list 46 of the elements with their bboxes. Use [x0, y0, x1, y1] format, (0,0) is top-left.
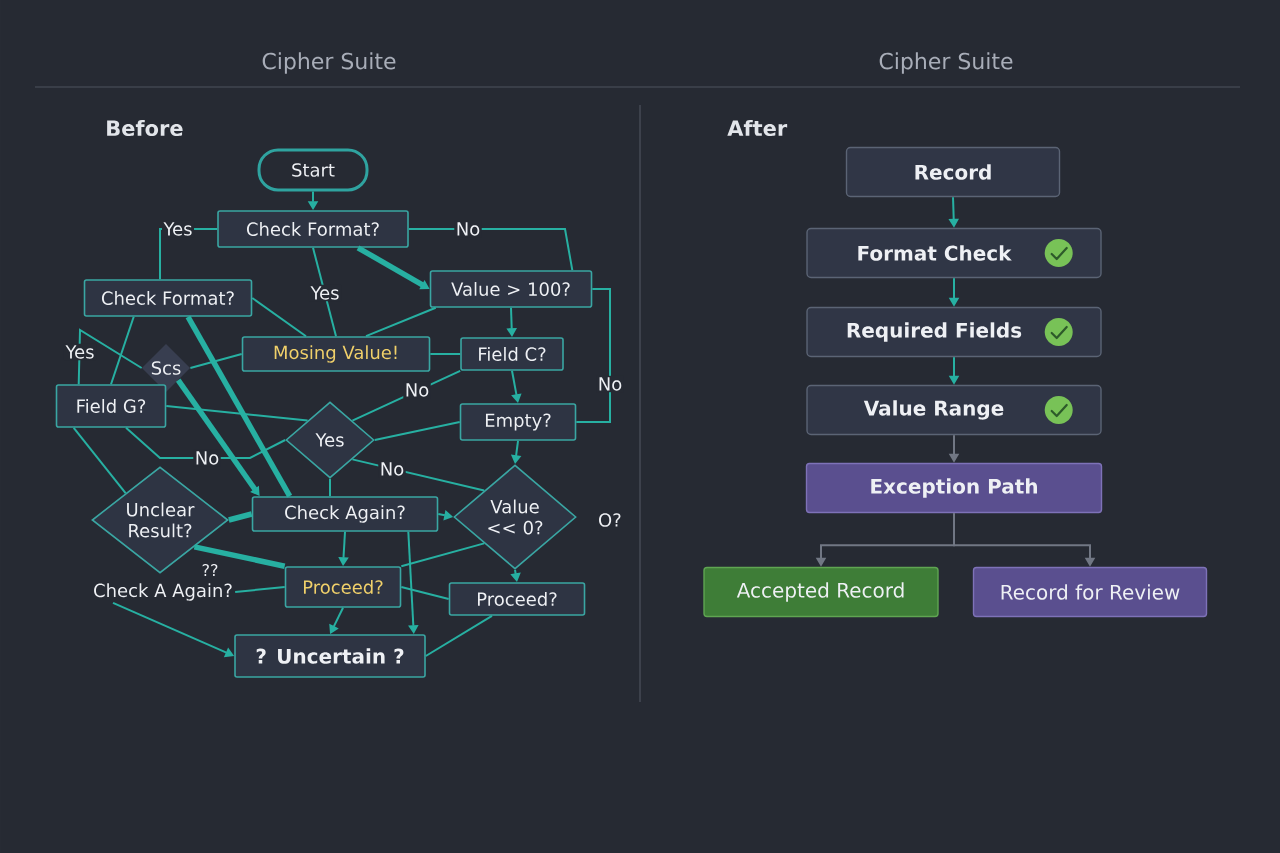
connector-line: [575, 288, 611, 423]
process-box: Record: [845, 146, 1061, 198]
panel-title: Cipher Suite: [262, 52, 396, 74]
result-box: Record for Review: [972, 566, 1208, 618]
connector-line: [189, 353, 243, 369]
panel-title: Cipher Suite: [879, 52, 1013, 74]
section-title: After: [727, 119, 788, 137]
connector-line: [329, 477, 331, 498]
process-box: ? Uncertain ?: [234, 634, 426, 678]
connector-line: [77, 328, 143, 386]
process-box: Field G?: [55, 384, 167, 428]
process-box: Proceed?: [284, 566, 402, 608]
process-box: Check Format?: [83, 279, 253, 317]
connector-line: [251, 297, 307, 338]
process-box: Value > 100?: [429, 270, 593, 308]
flow-text: Check A Again?: [94, 583, 232, 601]
process-box: Required Fields: [806, 306, 1102, 358]
process-box: Check Format?: [217, 210, 409, 248]
process-box: Mosing Value!: [241, 336, 431, 372]
connector-line: [429, 353, 462, 355]
process-box: Empty?: [459, 403, 577, 441]
side-label: O?: [599, 513, 621, 527]
process-box: Format Check: [806, 227, 1102, 279]
connector-line: [400, 586, 450, 600]
connector-line: [228, 511, 253, 523]
section-title: Before: [107, 119, 183, 137]
process-box: Exception Path: [805, 462, 1103, 514]
process-box: Check Again?: [251, 496, 439, 532]
process-box: Value Range: [806, 384, 1102, 436]
process-box: Field C?: [460, 337, 564, 371]
connector-line: [185, 315, 293, 498]
connector-line: [424, 614, 493, 657]
start-terminal: Start: [257, 148, 369, 192]
connector-line: [165, 405, 309, 422]
connector-line: [365, 306, 437, 338]
connector-line: [373, 421, 461, 441]
process-box: Proceed?: [448, 582, 586, 616]
connector-line: [407, 228, 574, 272]
connector-line: [234, 586, 286, 593]
connector-line: [110, 315, 135, 386]
flow-label: ??: [202, 564, 218, 576]
connector-line: [312, 246, 337, 338]
connector-line: [193, 544, 286, 569]
connector-line: [72, 426, 127, 495]
result-box: Accepted Record: [703, 566, 939, 618]
connector-line: [400, 542, 486, 568]
